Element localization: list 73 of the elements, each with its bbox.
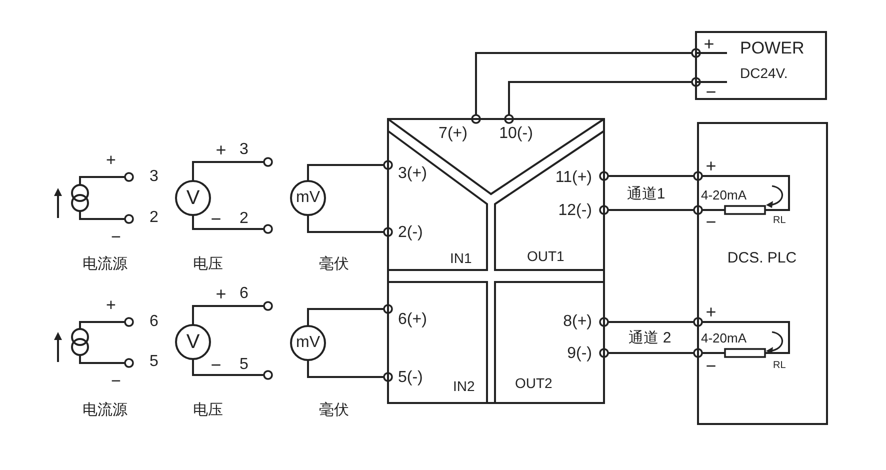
terminal-label: 10(-) — [499, 126, 533, 142]
polarity-sign: + — [106, 152, 116, 168]
edge-label: 通道 2 — [626, 330, 674, 346]
terminal-number: 2 — [150, 210, 158, 226]
wire — [192, 359, 273, 380]
panel-label: OUT1 — [527, 249, 564, 263]
terminal-label: 2(-) — [398, 225, 423, 241]
node-label: 毫伏 — [319, 402, 349, 418]
voltage-label: DC24V. — [740, 66, 788, 80]
polarity-sign: + — [706, 157, 716, 175]
terminal-number: 3 — [240, 142, 248, 158]
wire — [599, 348, 703, 358]
polarity-sign: − — [706, 357, 716, 375]
wire — [504, 77, 701, 124]
polarity-sign: − — [111, 372, 121, 390]
current-label: 4-20mA — [701, 188, 747, 202]
wire — [307, 215, 393, 237]
terminal-number: 5 — [240, 357, 248, 373]
panel-label: OUT2 — [515, 376, 552, 390]
terminal-label: 8(+) — [563, 314, 592, 330]
polarity-sign: − — [210, 356, 222, 374]
polarity-sign: + — [106, 296, 116, 314]
terminal-label: 12(-) — [558, 203, 592, 219]
panel-label: IN2 — [453, 379, 475, 393]
terminal-label: 5(-) — [398, 370, 423, 386]
polarity-sign: − — [111, 228, 121, 246]
meter-letter: V — [186, 332, 200, 352]
wire — [79, 317, 134, 329]
terminal-label: 7(+) — [438, 126, 468, 142]
node-label: 电流源 — [82, 402, 128, 418]
polarity-sign: + — [216, 285, 226, 303]
node-label: 电压 — [193, 256, 223, 272]
wire — [599, 205, 703, 215]
panel-label: IN1 — [450, 251, 472, 265]
polarity-sign: + — [706, 303, 716, 321]
edge-label: 通道1 — [624, 186, 668, 202]
polarity-sign: + — [704, 35, 714, 53]
wire — [307, 360, 393, 382]
terminal-number: 6 — [240, 286, 248, 302]
terminal-number: 3 — [150, 169, 158, 185]
terminal-number: 5 — [150, 354, 158, 370]
polarity-sign: − — [706, 83, 716, 101]
terminal-number: 2 — [240, 211, 248, 227]
resistor-label: RL — [773, 216, 786, 226]
wire — [79, 211, 134, 224]
terminal-label: 11(+) — [555, 170, 592, 186]
wire — [599, 171, 703, 181]
wire — [192, 215, 273, 234]
meter-letter: mV — [296, 190, 320, 206]
wire — [192, 157, 273, 181]
terminal-number: 6 — [150, 314, 158, 330]
polarity-sign: + — [216, 141, 226, 159]
box-title: DCS. PLC — [727, 250, 797, 266]
wire — [79, 355, 134, 368]
wire — [599, 317, 703, 327]
terminal-label: 9(-) — [567, 346, 592, 362]
wire — [471, 48, 701, 124]
resistor-label: RL — [773, 361, 786, 371]
current-label: 4-20mA — [701, 332, 747, 344]
box-title: POWER — [740, 40, 804, 56]
polarity-sign: − — [706, 213, 716, 231]
wire — [79, 172, 134, 185]
node-label: 毫伏 — [319, 256, 349, 272]
node-label: 电流源 — [82, 256, 128, 272]
wire — [307, 160, 393, 181]
node-label: 电压 — [193, 402, 223, 418]
wire — [192, 301, 273, 325]
polarity-sign: − — [210, 210, 222, 228]
meter-letter: mV — [296, 335, 320, 351]
meter-letter: V — [186, 188, 200, 208]
terminal-label: 6(+) — [398, 312, 427, 328]
terminal-label: 3(+) — [398, 166, 427, 182]
wire — [307, 304, 393, 326]
